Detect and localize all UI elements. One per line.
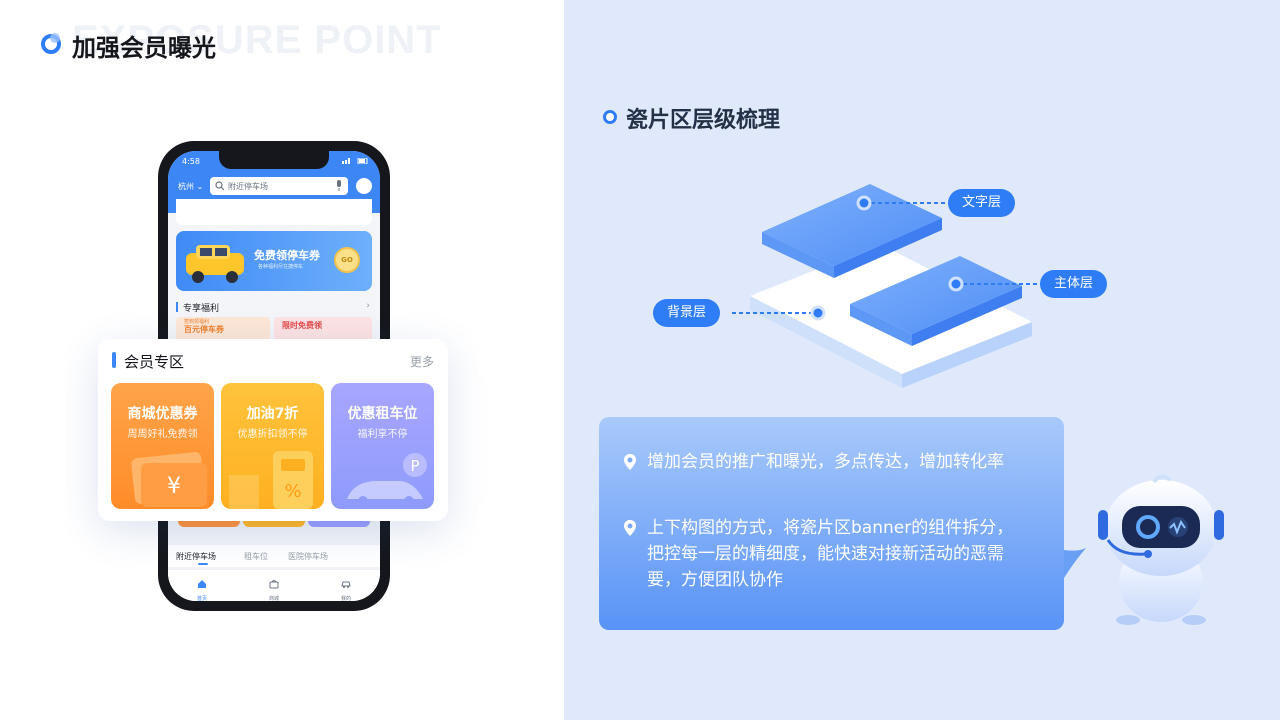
tab-rent[interactable]: 租车位 <box>244 552 268 561</box>
mini-tile-label: 百元停车券 <box>184 325 224 334</box>
map-card[interactable] <box>176 199 372 225</box>
tile-mall-coupon[interactable]: 商城优惠券 周周好礼免费领 ¥ <box>111 383 214 509</box>
label-subject-layer: 主体层 <box>1040 270 1108 298</box>
bottom-tile-yellow <box>243 517 305 527</box>
section-marker <box>176 302 178 312</box>
section-title: 瓷片区层级梳理 <box>626 108 781 133</box>
nav-label: 商城 <box>268 596 279 601</box>
home-icon <box>198 580 206 588</box>
logo-icon <box>41 33 61 54</box>
label-text-layer: 文字层 <box>948 189 1016 217</box>
section-marker <box>112 352 116 368</box>
member-card-title: 会员专区 <box>124 353 185 371</box>
search-row: 杭州 ⌄ 附近停车场 <box>168 175 380 199</box>
page-title: 加强会员曝光 <box>72 34 216 62</box>
parking-tabs: 附近停车场 租车位 医院停车场 <box>168 545 380 567</box>
header-watermark: EXPOSURE POINT <box>72 18 442 62</box>
car-icon <box>341 581 351 588</box>
mini-tile-label: 限时免费领 <box>282 321 322 330</box>
nav-label: 首页 <box>196 596 207 601</box>
fuel-pump-icon: % <box>229 451 313 509</box>
city-selector[interactable]: 杭州 ⌄ <box>178 182 204 191</box>
tile-parking-rent[interactable]: 优惠租车位 福利享不停 P <box>331 383 434 509</box>
shop-icon <box>269 580 279 589</box>
layer-structure-diagram <box>732 184 1044 388</box>
microphone-icon[interactable] <box>335 180 343 191</box>
status-time: 4:58 <box>182 157 200 166</box>
bottom-tile-purple <box>308 517 370 527</box>
description-text: 上下构图的方式，将瓷片区banner的组件拆分，把控每一层的精细度，能快速对接新… <box>647 518 1014 590</box>
avatar[interactable] <box>356 178 372 194</box>
go-coin-icon: GO <box>334 247 360 273</box>
promo-banner[interactable]: 免费领停车券 各种福利尽在捷停车 GO <box>176 231 372 291</box>
section-bullet-icon <box>603 110 617 124</box>
coupon-icon: ¥ <box>131 452 207 507</box>
banner-title: 免费领停车券 <box>254 249 320 262</box>
description-card: 增加会员的推广和曝光，多点传达，增加转化率 上下构图的方式，将瓷片区banner… <box>599 417 1064 630</box>
bottom-tile-orange <box>178 517 240 527</box>
tab-nearby[interactable]: 附近停车场 <box>176 552 216 561</box>
member-card: 会员专区 更多 商城优惠券 周周好礼免费领 ¥ 加油7折 优惠折扣领不停 % 优… <box>98 339 448 521</box>
svg-text:%: % <box>284 481 301 502</box>
label-background-layer: 背景层 <box>653 299 721 327</box>
signal-battery-icon <box>342 158 368 164</box>
location-pin-icon <box>624 454 636 470</box>
tile-title: 优惠租车位 <box>347 406 418 422</box>
location-pin-icon <box>624 520 636 536</box>
robot-mascot-icon <box>1098 474 1224 625</box>
mini-tile-tag: 签到领福利 <box>184 319 210 325</box>
search-icon <box>215 181 225 191</box>
svg-text:P: P <box>410 457 419 475</box>
tab-hospital[interactable]: 医院停车场 <box>288 552 328 561</box>
benefits-label: 专享福利 <box>183 304 220 314</box>
tile-subtitle: 福利享不停 <box>357 429 408 440</box>
description-text: 增加会员的推广和曝光，多点传达，增加转化率 <box>647 452 1004 472</box>
city-label: 杭州 <box>178 182 194 191</box>
search-input[interactable]: 附近停车场 <box>210 177 348 195</box>
tile-subtitle: 周周好礼免费领 <box>127 429 198 440</box>
tile-title: 加油7折 <box>246 406 299 422</box>
banner-coin-label: GO <box>341 256 353 264</box>
speech-tail-icon <box>1064 548 1086 578</box>
bottom-nav: 首页 商城 我的 <box>168 569 380 601</box>
benefits-title: 专享福利 <box>176 301 219 314</box>
tile-title: 商城优惠券 <box>127 406 198 422</box>
svg-text:¥: ¥ <box>167 474 181 499</box>
banner-subtitle: 各种福利尽在捷停车 <box>258 264 304 270</box>
search-placeholder: 附近停车场 <box>228 182 268 191</box>
tile-subtitle: 优惠折扣领不停 <box>237 429 308 440</box>
more-link[interactable]: 更多 <box>409 355 434 369</box>
bottom-tiles <box>176 517 372 527</box>
nav-label: 我的 <box>340 596 351 601</box>
tab-underline <box>198 563 208 565</box>
tile-fuel-discount[interactable]: 加油7折 优惠折扣领不停 % <box>221 383 324 509</box>
chevron-right-icon[interactable]: › <box>366 301 370 311</box>
nav-home[interactable]: 首页 <box>182 574 222 601</box>
description-item: 上下构图的方式，将瓷片区banner的组件拆分，把控每一层的精细度，能快速对接新… <box>623 515 1023 593</box>
phone-notch <box>219 151 329 169</box>
description-item: 增加会员的推广和曝光，多点传达，增加转化率 <box>623 449 1023 475</box>
parking-car-icon: P <box>347 453 427 506</box>
nav-mine[interactable]: 我的 <box>326 574 366 601</box>
nav-shop[interactable]: 商城 <box>254 574 294 601</box>
car-illustration-icon <box>186 245 244 283</box>
